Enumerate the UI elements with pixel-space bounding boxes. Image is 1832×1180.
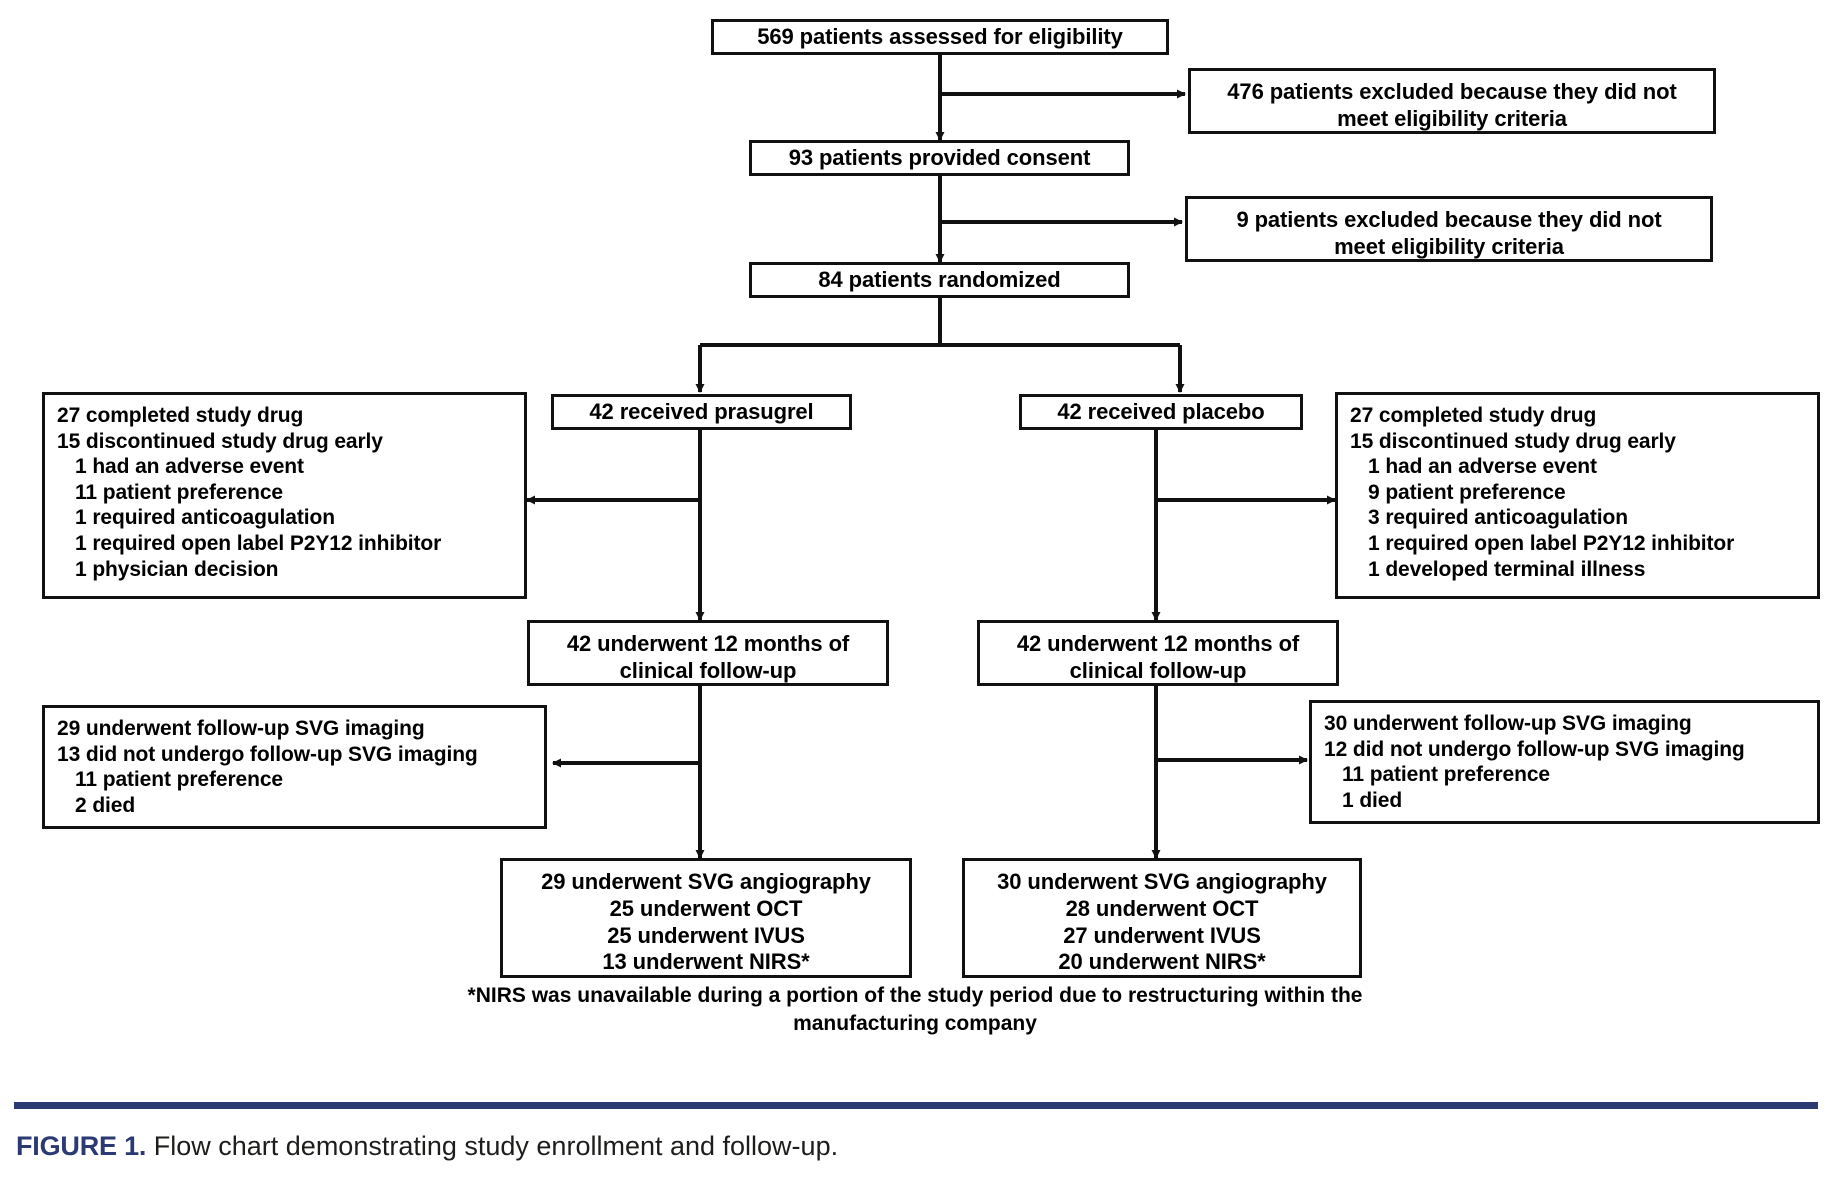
- drug-status-line: 15 discontinued study drug early: [57, 429, 383, 453]
- drug-status-line: 15 discontinued study drug early: [1350, 429, 1676, 453]
- imaging-status-line: 2 died: [75, 793, 136, 817]
- node-prasugrel-label: 42 received prasugrel: [589, 398, 814, 424]
- outcome-line: 28 underwent OCT: [1065, 895, 1259, 921]
- drug-status-line: 1 had an adverse event: [1368, 455, 1597, 479]
- node-prasugrel-followup: 42 underwent 12 months of clinical follo…: [527, 620, 889, 686]
- node-prasugrel-drug-status: 27 completed study drug 15 discontinued …: [42, 392, 527, 599]
- footnote-line-1: *NIRS was unavailable during a portion o…: [467, 984, 1363, 1007]
- drug-status-line: 1 required open label P2Y12 inhibitor: [75, 532, 442, 556]
- imaging-status-line: 11 patient preference: [75, 768, 283, 792]
- followup-line2: clinical follow-up: [1069, 657, 1247, 683]
- imaging-status-line: 29 underwent follow-up SVG imaging: [57, 717, 425, 740]
- drug-status-line: 27 completed study drug: [57, 404, 304, 427]
- figure-caption: FIGURE 1. Flow chart demonstrating study…: [16, 1130, 1806, 1164]
- node-excluded-9-line2: meet eligibility criteria: [1334, 233, 1564, 259]
- node-excluded-9: 9 patients excluded because they did not…: [1185, 196, 1713, 262]
- outcome-line: 29 underwent SVG angiography: [541, 869, 871, 894]
- followup-line2: clinical follow-up: [619, 657, 797, 683]
- outcome-line: 27 underwent IVUS: [1063, 922, 1261, 948]
- node-placebo-imaging-status: 30 underwent follow-up SVG imaging 12 di…: [1309, 700, 1820, 824]
- followup-line1: 42 underwent 12 months of: [1016, 631, 1300, 656]
- flow-chart: 569 patients assessed for eligibility 47…: [42, 19, 1820, 978]
- drug-status-line: 1 required anticoagulation: [75, 506, 335, 530]
- node-randomized: 84 patients randomized: [749, 262, 1130, 298]
- node-consent-label: 93 patients provided consent: [788, 144, 1091, 170]
- node-placebo-label: 42 received placebo: [1057, 398, 1265, 424]
- node-received-prasugrel: 42 received prasugrel: [551, 394, 852, 430]
- footnote-line-2: manufacturing company: [793, 1012, 1037, 1036]
- outcome-line: 25 underwent OCT: [609, 895, 803, 921]
- imaging-status-line: 11 patient preference: [1342, 763, 1550, 787]
- figure-label: FIGURE 1.: [16, 1131, 147, 1161]
- imaging-status-line: 30 underwent follow-up SVG imaging: [1324, 712, 1692, 735]
- drug-status-line: 1 physician decision: [75, 557, 279, 581]
- node-provided-consent: 93 patients provided consent: [749, 140, 1130, 176]
- node-excluded-476: 476 patients excluded because they did n…: [1188, 68, 1716, 134]
- node-excluded-9-line1: 9 patients excluded because they did not: [1236, 207, 1662, 232]
- caption-divider: [14, 1102, 1818, 1109]
- node-placebo-followup: 42 underwent 12 months of clinical follo…: [977, 620, 1339, 686]
- node-excluded-476-line2: meet eligibility criteria: [1337, 105, 1567, 131]
- nirs-footnote: *NIRS was unavailable during a portion o…: [300, 982, 1530, 1039]
- drug-status-line: 1 had an adverse event: [75, 455, 304, 479]
- outcome-line: 20 underwent NIRS*: [1058, 949, 1266, 975]
- node-assessed-label: 569 patients assessed for eligibility: [757, 23, 1123, 49]
- node-prasugrel-outcomes: 29 underwent SVG angiography 25 underwen…: [500, 858, 912, 978]
- drug-status-line: 3 required anticoagulation: [1368, 506, 1628, 530]
- outcome-line: 25 underwent IVUS: [607, 922, 805, 948]
- node-placebo-drug-status: 27 completed study drug 15 discontinued …: [1335, 392, 1820, 599]
- node-received-placebo: 42 received placebo: [1019, 394, 1303, 430]
- node-prasugrel-imaging-status: 29 underwent follow-up SVG imaging 13 di…: [42, 705, 547, 829]
- node-randomized-label: 84 patients randomized: [818, 266, 1061, 292]
- drug-status-line: 9 patient preference: [1368, 480, 1566, 504]
- imaging-status-line: 1 died: [1342, 788, 1403, 812]
- outcome-line: 13 underwent NIRS*: [602, 949, 810, 975]
- node-placebo-outcomes: 30 underwent SVG angiography 28 underwen…: [962, 858, 1362, 978]
- drug-status-line: 1 developed terminal illness: [1368, 557, 1646, 581]
- followup-line1: 42 underwent 12 months of: [566, 631, 850, 656]
- imaging-status-line: 13 did not undergo follow-up SVG imaging: [57, 742, 478, 766]
- drug-status-line: 27 completed study drug: [1350, 404, 1597, 427]
- node-assessed-for-eligibility: 569 patients assessed for eligibility: [711, 19, 1169, 55]
- imaging-status-line: 12 did not undergo follow-up SVG imaging: [1324, 737, 1745, 761]
- drug-status-line: 11 patient preference: [75, 480, 283, 504]
- outcome-line: 30 underwent SVG angiography: [997, 869, 1327, 894]
- figure-caption-text: Flow chart demonstrating study enrollmen…: [153, 1131, 839, 1161]
- node-excluded-476-line1: 476 patients excluded because they did n…: [1227, 79, 1677, 104]
- drug-status-line: 1 required open label P2Y12 inhibitor: [1368, 532, 1735, 556]
